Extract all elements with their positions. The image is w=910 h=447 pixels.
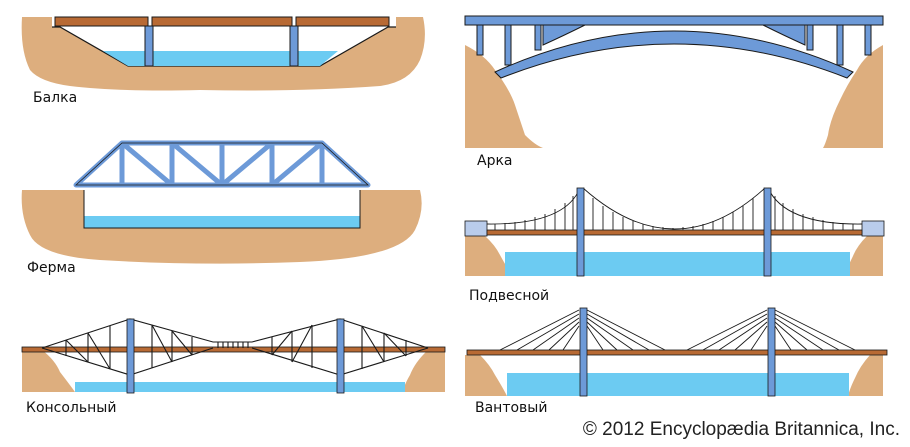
truss-bridge-diagram: Ферма — [0, 130, 450, 290]
cantilever-bridge-diagram: Консольный — [0, 300, 450, 447]
arch-bridge-diagram: Арка — [455, 0, 910, 180]
bridge-label-suspension: Подвесной — [469, 288, 550, 304]
bridge-label-arch: Арка — [477, 153, 513, 169]
beam-bridge-illustration — [21, 16, 425, 91]
cable-stayed-bridge-diagram: Вантовый — [455, 300, 910, 447]
cantilever-bridge-illustration — [21, 318, 446, 394]
bridge-label-beam: Балка — [33, 90, 78, 106]
suspension-bridge-diagram: Подвесной — [455, 180, 910, 310]
cable-stayed-bridge-illustration — [465, 307, 888, 397]
truss-bridge-illustration — [21, 140, 422, 264]
bridge-label-cantilever: Консольный — [26, 400, 117, 416]
bridge-label-cable-stayed: Вантовый — [475, 400, 548, 416]
bridge-label-truss: Ферма — [27, 260, 76, 276]
arch-bridge-illustration — [464, 15, 884, 148]
beam-bridge-diagram: Балка — [0, 0, 450, 120]
copyright-credit: © 2012 Encyclopædia Britannica, Inc. — [582, 419, 900, 440]
suspension-bridge-illustration — [464, 187, 885, 277]
